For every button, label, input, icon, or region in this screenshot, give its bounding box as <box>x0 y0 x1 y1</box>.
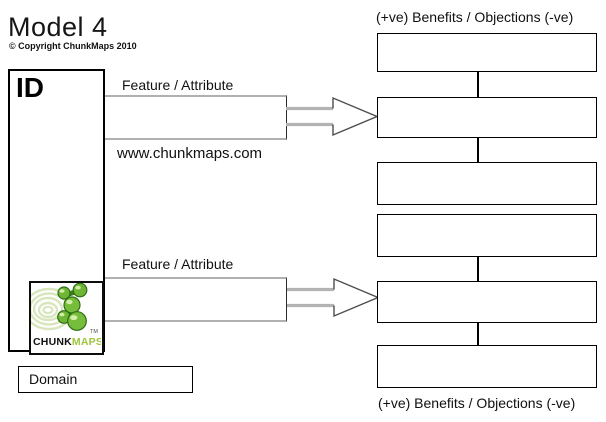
logo-wordmark-maps: MAPS <box>72 336 101 348</box>
logo-wordmark-chunk: CHUNK <box>33 336 72 348</box>
benefit-box-5[interactable] <box>377 281 597 323</box>
connector-line-3 <box>477 257 479 281</box>
logo-tm-mark: TM <box>90 329 98 335</box>
chunkmaps-logo: TM CHUNKMAPS <box>29 281 104 355</box>
benefit-box-3[interactable] <box>377 162 597 205</box>
feature-attribute-label-bottom: Feature / Attribute <box>122 256 234 272</box>
chunkmaps-logo-graphic: TM CHUNKMAPS <box>31 282 103 348</box>
page-title: Model 4 <box>8 12 108 42</box>
benefit-box-1[interactable] <box>377 33 597 72</box>
benefit-box-6[interactable] <box>377 345 597 388</box>
feature-attribute-box-top[interactable] <box>105 95 287 140</box>
domain-box-label: Domain <box>29 371 78 387</box>
benefits-objections-label-top: (+ve) Benefits / Objections (-ve) <box>376 9 574 25</box>
logo-wordmark: CHUNKMAPS <box>33 336 101 348</box>
logo-molecule-icon <box>57 282 88 331</box>
block-arrow-icon-top <box>286 96 379 137</box>
connector-line-4 <box>477 323 479 345</box>
connector-line-1 <box>477 72 479 97</box>
benefit-box-4[interactable] <box>377 214 597 257</box>
copyright-notice: © Copyright ChunkMaps 2010 <box>9 41 137 51</box>
benefit-box-2[interactable] <box>377 97 597 138</box>
connector-line-2 <box>477 138 479 162</box>
feature-attribute-label-top: Feature / Attribute <box>122 77 234 93</box>
domain-box[interactable]: Domain <box>18 366 193 393</box>
website-text: www.chunkmaps.com <box>117 145 263 162</box>
id-box-label: ID <box>16 72 44 103</box>
feature-attribute-box-bottom[interactable] <box>105 277 287 322</box>
benefits-objections-label-bottom: (+ve) Benefits / Objections (-ve) <box>378 395 576 411</box>
block-arrow-icon-bottom <box>287 277 380 318</box>
